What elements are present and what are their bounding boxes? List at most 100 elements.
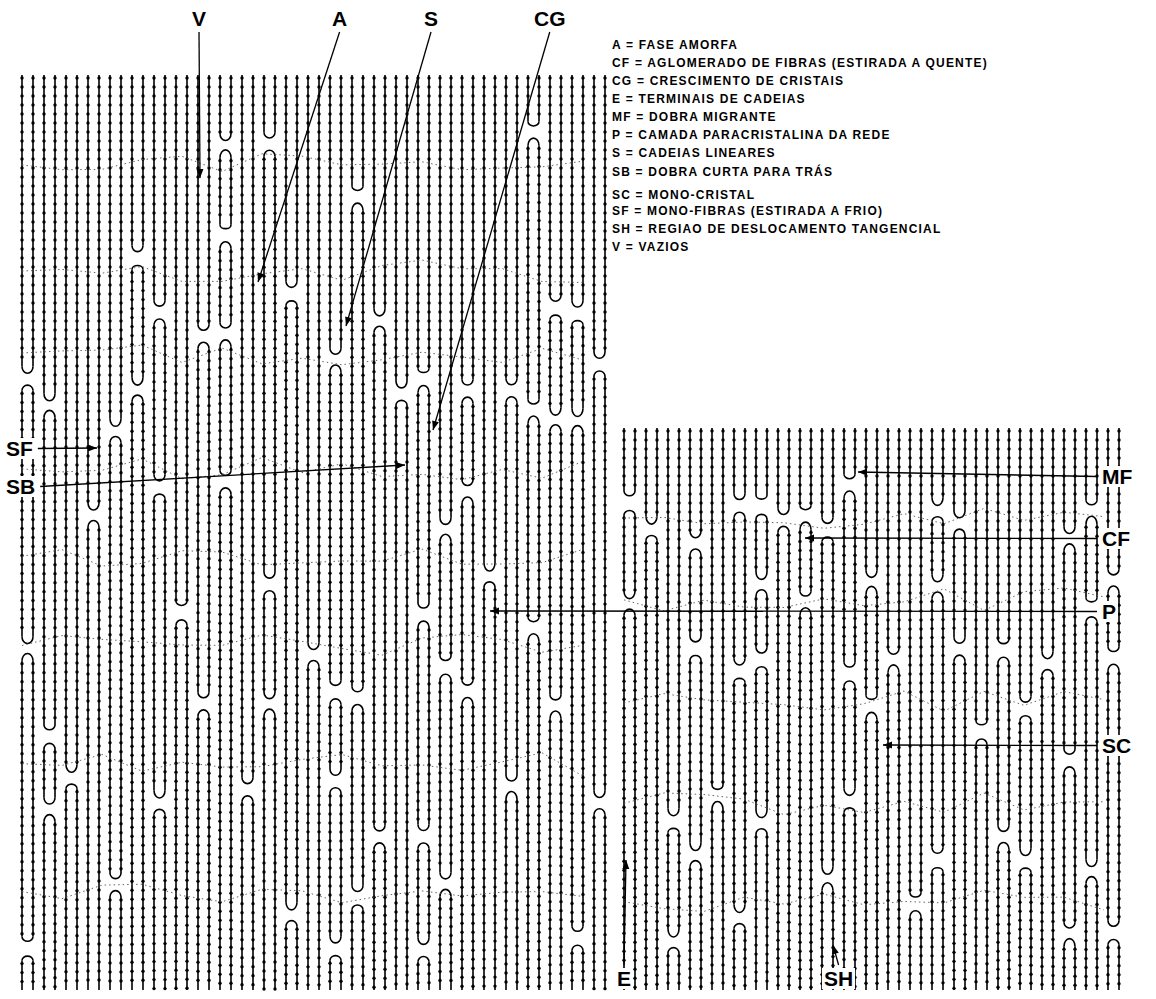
monomer-dot [86,654,89,657]
monomer-dot [163,897,166,900]
monomer-dot [20,265,23,268]
monomer-dot [53,283,56,286]
monomer-dot [31,509,34,512]
monomer-dot [86,528,89,531]
monomer-dot [86,175,89,178]
monomer-dot [196,557,199,560]
chain-fold [220,323,231,328]
monomer-dot [174,454,177,457]
monomer-dot [42,148,45,151]
monomer-dot [185,139,188,142]
monomer-dot [31,265,34,268]
monomer-dot [152,951,155,954]
chain-fold [822,517,833,523]
monomer-dot [97,852,100,855]
monomer-dot [196,907,199,910]
chain-fold [1064,767,1075,773]
monomer-dot [196,844,199,847]
monomer-dot [42,545,45,548]
monomer-dot [108,961,111,964]
monomer-dot [196,808,199,811]
monomer-dot [64,952,67,955]
chain-fold [800,522,811,529]
monomer-dot [97,807,100,810]
monomer-dot [130,943,133,946]
monomer-dot [196,494,199,497]
monomer-dot [141,307,144,310]
monomer-dot [31,401,34,404]
monomer-dot [86,546,89,549]
monomer-dot [75,835,78,838]
monomer-dot [31,752,34,755]
chain-fold [976,721,987,725]
monomer-dot [42,786,45,789]
chain-fold [1108,921,1119,927]
monomer-dot [86,600,89,603]
monomer-dot [86,328,89,331]
monomer-dot [152,825,155,828]
monomer-dot [97,897,100,900]
chain-fold [308,643,319,650]
monomer-dot [119,525,122,528]
chain-fold [910,911,921,917]
chain-fold [1064,922,1075,928]
monomer-dot [185,905,188,908]
monomer-dot [141,943,144,946]
monomer-dot [130,745,133,748]
monomer-dot [75,661,78,664]
monomer-dot [75,157,78,160]
monomer-dot [42,319,45,322]
monomer-dot [20,572,23,575]
monomer-dot [152,389,155,392]
monomer-dot [42,301,45,304]
chain-fold [550,695,561,700]
monomer-dot [86,391,89,394]
monomer-dot [152,166,155,169]
chain-fold [844,681,855,686]
monomer-dot [119,373,122,376]
monomer-dot [53,112,56,115]
monomer-dot [86,690,89,693]
monomer-dot [152,969,155,972]
monomer-dot [218,213,221,216]
monomer-dot [163,211,166,214]
monomer-dot [86,906,89,909]
monomer-dot [185,815,188,818]
monomer-dot [42,768,45,771]
monomer-dot [97,355,100,358]
monomer-dot [196,350,199,353]
monomer-dot [75,436,78,439]
monomer-dot [130,655,133,658]
monomer-dot [75,844,78,847]
monomer-dot [31,788,34,791]
monomer-dot [130,565,133,568]
monomer-dot [174,445,177,448]
monomer-dot [163,969,166,972]
monomer-dot [42,599,45,602]
monomer-dot [141,952,144,955]
monomer-dot [97,834,100,837]
monomer-dot [119,552,122,555]
monomer-dot [196,368,199,371]
monomer-dot [86,924,89,927]
monomer-dot [97,699,100,702]
monomer-dot [174,238,177,241]
monomer-dot [53,777,56,780]
monomer-dot [31,599,34,602]
monomer-dot [64,562,67,565]
monomer-dot [75,373,78,376]
monomer-dot [86,94,89,97]
chain-fold [690,843,701,851]
monomer-dot [130,412,133,415]
monomer-dot [86,112,89,115]
monomer-dot [141,601,144,604]
monomer-dot [31,971,34,974]
chain-fold [712,802,723,809]
monomer-dot [75,934,78,937]
monomer-dot [196,772,199,775]
monomer-dot [152,407,155,410]
monomer-dot [53,527,56,530]
monomer-dot [64,256,67,259]
chain-fold [954,511,965,518]
monomer-dot [53,455,56,458]
